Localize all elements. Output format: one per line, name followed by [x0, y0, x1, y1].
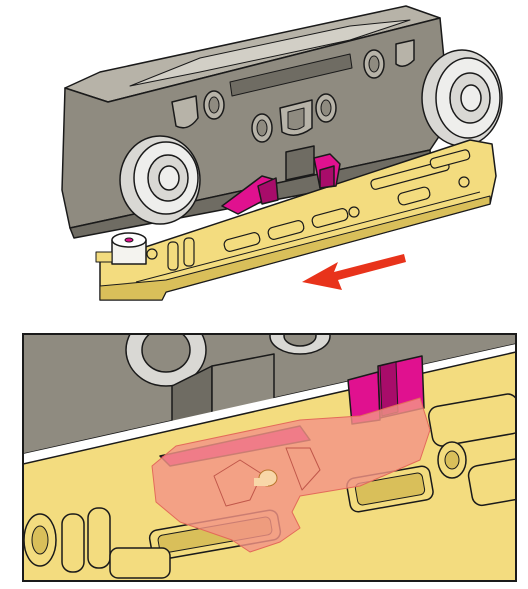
rear-wheel [421, 49, 503, 147]
detail-frame [22, 333, 517, 582]
top-view [61, 5, 503, 301]
damper-lever [221, 153, 341, 215]
damper-rail [99, 139, 497, 301]
highlight-overlay [151, 397, 431, 553]
detail-view [22, 333, 517, 582]
motion-arrow-icon [302, 254, 406, 290]
front-wheel [119, 135, 201, 225]
damper-piston [95, 232, 147, 265]
